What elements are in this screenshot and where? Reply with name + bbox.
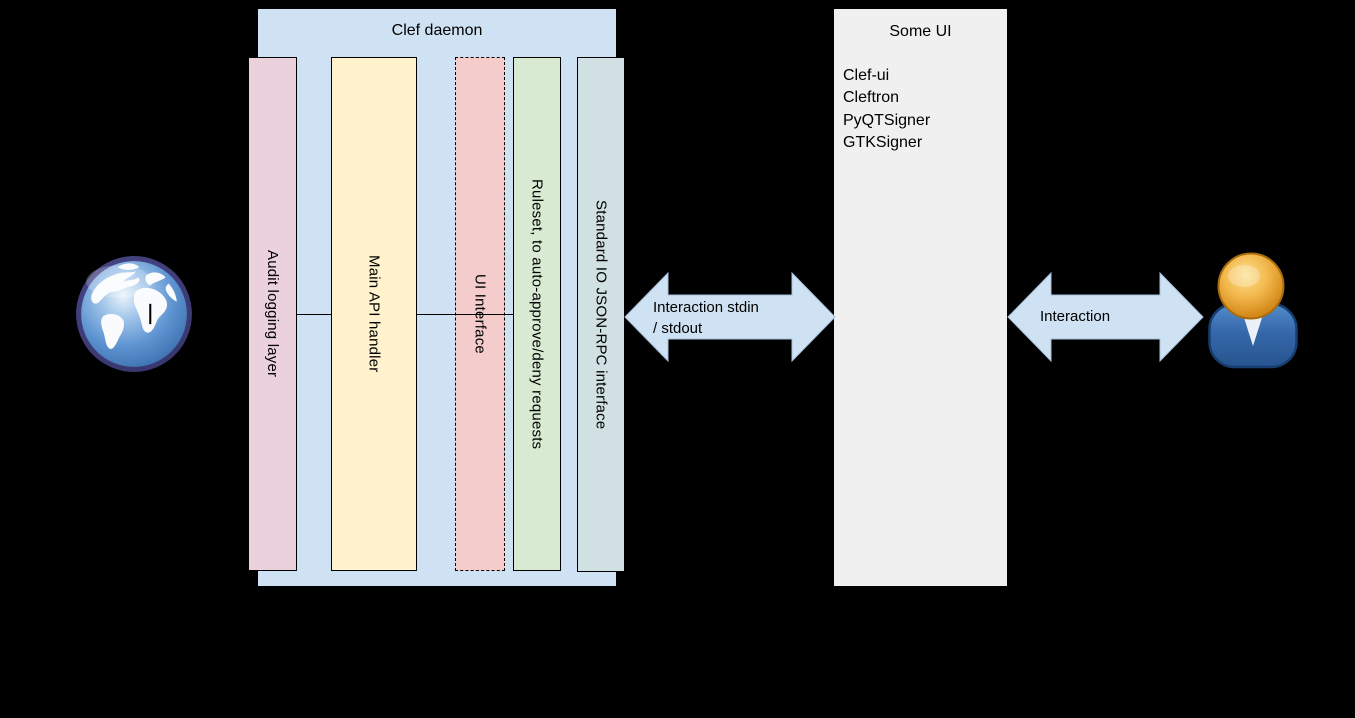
some-ui-box: Some UI Clef-ui Cleftron PyQTSigner GTKS… xyxy=(833,8,1008,587)
ui-list-item: GTKSigner xyxy=(843,134,923,152)
bar-label: Audit logging layer xyxy=(264,250,281,378)
bar-label: Standard IO JSON-RPC interface xyxy=(592,199,610,430)
bar-stdio-jsonrpc-interface: Standard IO JSON-RPC interface xyxy=(577,57,625,572)
clef-daemon-title: Clef daemon xyxy=(391,22,483,39)
interaction-label: Interaction xyxy=(1040,308,1111,325)
bar-label: Main API handler xyxy=(365,255,383,373)
interaction-stdio-label: Interaction stdin / stdout xyxy=(653,297,759,339)
ui-list: Clef-ui Cleftron PyQTSigner GTKSigner xyxy=(843,65,930,155)
ui-list-item: Clef-ui xyxy=(843,67,890,84)
bar-ruleset: Ruleset, to auto-approve/deny requests xyxy=(513,57,561,571)
clef-daemon-box: Clef daemon xyxy=(257,8,617,587)
interaction-stdio-label-line2: / stdout xyxy=(653,320,703,337)
bar-audit-logging-layer: Audit logging layer xyxy=(248,57,297,571)
interaction-stdio-arrow-icon xyxy=(624,271,836,363)
some-ui-title: Some UI xyxy=(889,23,952,40)
globe-icon xyxy=(76,256,192,372)
interaction-stdio-label-line1: Interaction stdin xyxy=(653,299,759,316)
bar-main-api-handler: Main API handler xyxy=(331,57,417,571)
interaction-arrow-icon xyxy=(1007,271,1204,363)
ui-list-item: PyQTSigner xyxy=(843,111,931,129)
connector-line-left xyxy=(297,314,331,315)
bar-label: Ruleset, to auto-approve/deny requests xyxy=(528,178,546,450)
connector-line-right xyxy=(417,314,513,315)
ui-list-item: Cleftron xyxy=(843,89,900,107)
user-icon xyxy=(1208,252,1298,369)
